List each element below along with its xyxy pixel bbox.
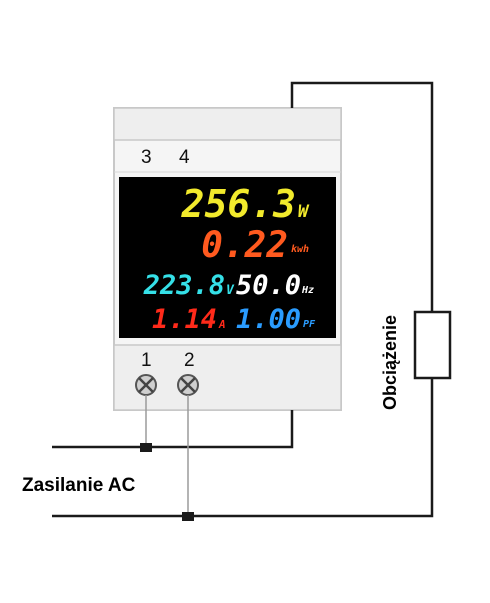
- wire-phase: [52, 410, 294, 449]
- terminal-label-1: 1: [141, 350, 152, 371]
- junction-2: [182, 512, 194, 521]
- current-value: 1.14: [152, 304, 217, 335]
- wires: [52, 81, 434, 518]
- frequency-unit: Hz: [301, 285, 314, 296]
- voltage-unit: V: [226, 283, 235, 298]
- pf-unit: PF: [303, 319, 316, 330]
- lcd-screen: [119, 177, 336, 338]
- current-unit: A: [218, 318, 226, 331]
- wire-top-to-load: [290, 81, 434, 312]
- terminal-label-4: 4: [179, 147, 190, 168]
- terminal-label-3: 3: [141, 147, 152, 168]
- power-value: 256.3: [181, 182, 296, 226]
- terminal-screw-2: [177, 374, 199, 396]
- wire-load-to-neutral: [52, 378, 434, 518]
- voltage-value: 223.8: [143, 270, 225, 301]
- load-label: Obciążenie: [380, 315, 400, 410]
- frequency-value: 50.0: [236, 270, 301, 301]
- power-unit: W: [298, 202, 310, 222]
- energy-unit: kwh: [291, 244, 309, 255]
- housing-top-cap: [113, 107, 342, 141]
- supply-label: Zasilanie AC: [22, 475, 136, 496]
- junction-1: [140, 443, 152, 452]
- terminal-label-2: 2: [184, 350, 195, 371]
- load-resistor: [413, 310, 452, 380]
- terminal-screw-1: [135, 374, 157, 396]
- energy-value: 0.22: [201, 225, 288, 266]
- pf-value: 1.00: [236, 304, 301, 335]
